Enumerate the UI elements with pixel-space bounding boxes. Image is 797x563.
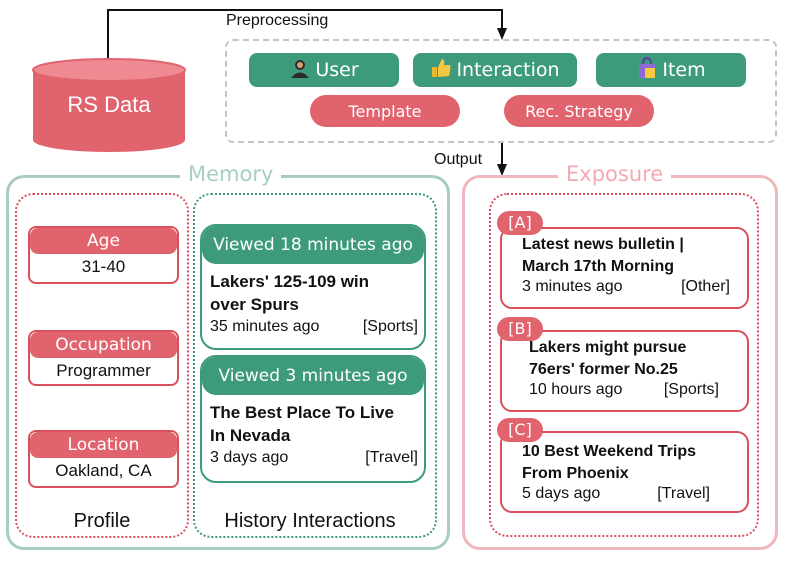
history-category: [Travel] — [365, 449, 418, 466]
history-viewed-time: Viewed 3 minutes ago — [202, 357, 424, 395]
exposure-time: 10 hours ago — [529, 381, 623, 398]
rs-data-label: RS Data — [67, 92, 151, 117]
history-title: The Best Place To Live — [210, 403, 394, 422]
exposure-time: 5 days ago — [522, 485, 601, 502]
exposure-title-text: Latest news bulletin | — [522, 236, 684, 253]
template-pill: Template — [310, 95, 460, 127]
location-value: Oakland, CA — [55, 461, 152, 480]
exposure-category: [Sports] — [663, 381, 719, 398]
output-arrowhead — [497, 164, 507, 176]
preprocessing-arrowhead — [497, 28, 507, 40]
database-icon — [32, 58, 186, 152]
exposure-category: [Other] — [681, 278, 730, 295]
age-label: Age — [30, 228, 177, 254]
history-section — [193, 193, 437, 538]
age-value: 31-40 — [81, 257, 126, 276]
profile-location-card: Location Oakland, CA — [28, 430, 179, 488]
thumbs-up-icon — [430, 57, 452, 84]
exposure-time: 3 minutes ago — [522, 278, 623, 295]
exposure-title-text: 10 Best Weekend Trips — [522, 443, 696, 460]
interaction-label: Interaction — [456, 59, 560, 81]
history-caption: History Interactions — [224, 510, 396, 532]
profile-section — [15, 193, 189, 538]
exposure-tag: [A] — [497, 211, 543, 235]
preprocessing-label: Preprocessing — [226, 12, 329, 29]
history-item: Viewed 18 minutes ago Lakers' 125-109 wi… — [200, 224, 426, 350]
exposure-title-text: From Phoenix — [522, 465, 629, 482]
exposure-title-text: March 17th Morning — [522, 258, 675, 275]
exposure-list — [489, 193, 759, 537]
user-label: User — [315, 59, 359, 81]
history-time: 35 minutes ago — [210, 318, 320, 335]
exposure-title-text: 76ers' former No.25 — [529, 361, 678, 378]
location-label: Location — [30, 432, 177, 458]
exposure-tag: [C] — [497, 418, 543, 442]
exposure-item: Latest news bulletin | March 17th Mornin… — [500, 227, 749, 309]
exposure-tag: [B] — [497, 317, 543, 341]
exposure-item: Lakers might pursue 76ers' former No.25 … — [500, 330, 749, 412]
item-label: Item — [662, 59, 706, 81]
profile-age-card: Age 31-40 — [28, 226, 179, 284]
preprocessing-arrow — [107, 9, 503, 60]
exposure-title-text: Lakers might pursue — [529, 339, 687, 356]
occupation-label: Occupation — [30, 332, 177, 358]
history-viewed-time: Viewed 18 minutes ago — [202, 226, 424, 264]
profile-occupation-card: Occupation Programmer — [28, 330, 179, 386]
rec-strategy-pill: Rec. Strategy — [504, 95, 654, 127]
exposure-item: 10 Best Weekend Trips From Phoenix 5 day… — [500, 431, 749, 513]
person-icon — [289, 57, 311, 84]
history-title: Lakers' 125-109 win — [210, 272, 370, 291]
history-title: In Nevada — [210, 426, 291, 445]
shopping-bag-icon — [636, 56, 658, 84]
occupation-value: Programmer — [56, 361, 151, 380]
history-item: Viewed 3 minutes ago The Best Place To L… — [200, 355, 426, 483]
exposure-title: Exposure — [558, 162, 672, 186]
interaction-pill: Interaction — [413, 53, 577, 87]
profile-caption: Profile — [73, 510, 131, 532]
item-pill: Item — [596, 53, 746, 87]
history-category: [Sports] — [362, 318, 418, 335]
exposure-category: [Travel] — [657, 485, 710, 502]
history-title: over Spurs — [210, 295, 299, 314]
user-pill: User — [249, 53, 399, 87]
history-time: 3 days ago — [210, 449, 289, 466]
preprocessing-box — [225, 39, 777, 143]
output-label: Output — [434, 151, 483, 168]
rs-data-database: RS Data — [32, 58, 186, 154]
memory-title: Memory — [180, 162, 282, 186]
